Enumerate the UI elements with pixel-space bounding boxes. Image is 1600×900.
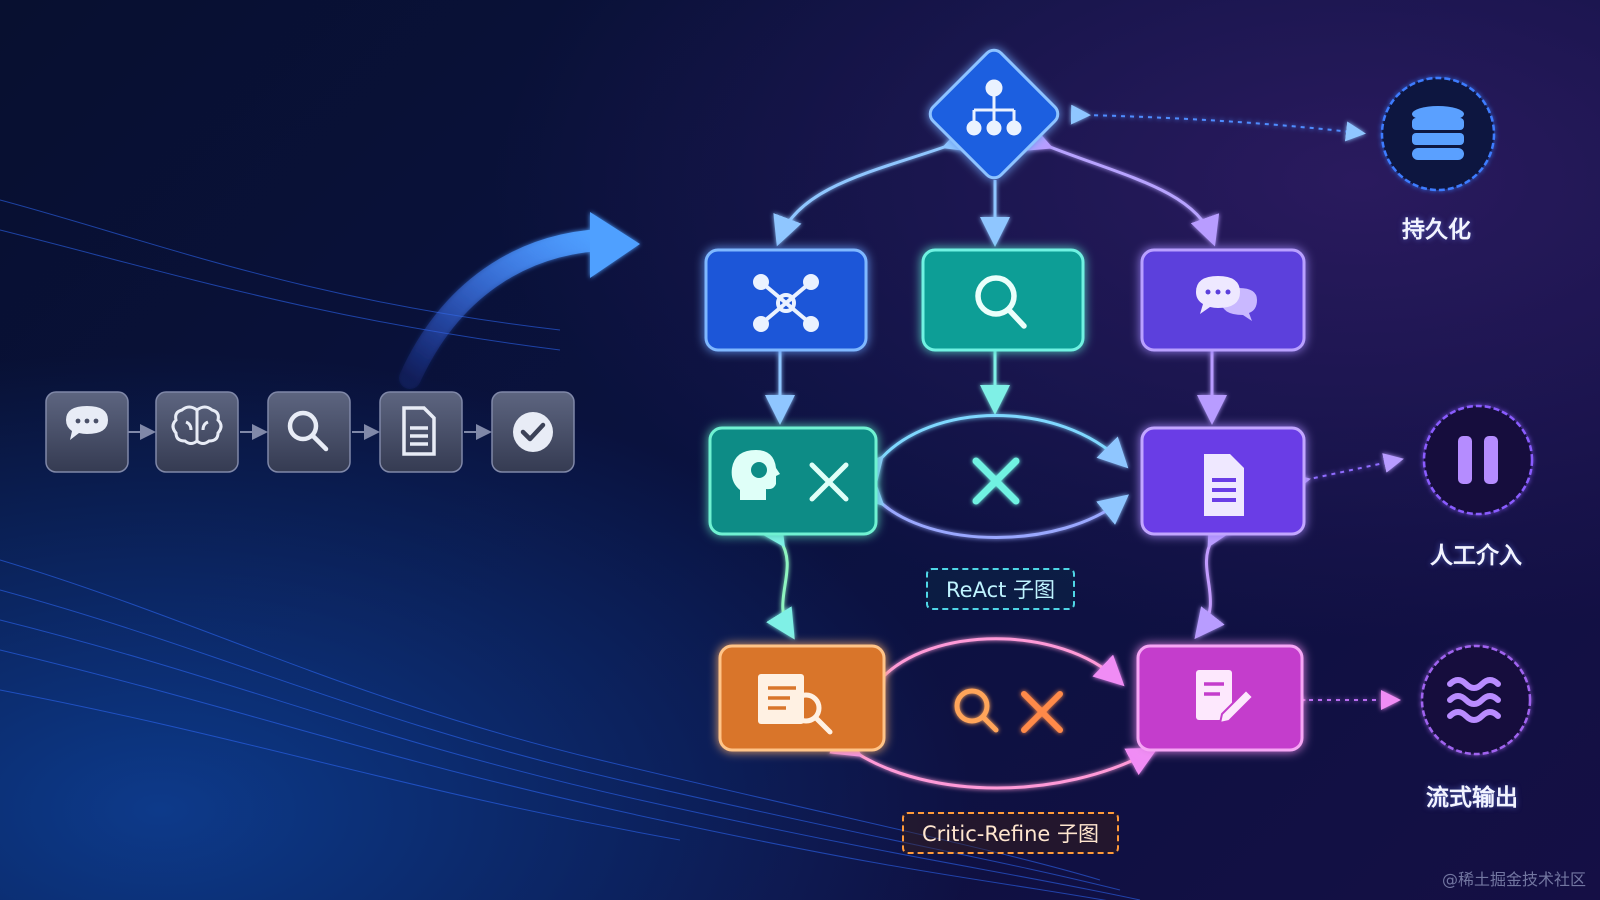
pipeline-step-check [491, 391, 575, 473]
node-checklist [718, 644, 886, 752]
pause-icon [1458, 436, 1498, 484]
document-icon [1204, 454, 1244, 516]
node-search [921, 248, 1085, 352]
edit-document-icon [1196, 670, 1255, 725]
background-waves [0, 199, 1141, 900]
linear-pipeline [45, 391, 575, 473]
checklist-search-icon [758, 674, 833, 735]
stream-waves-icon [1447, 677, 1501, 723]
node-agent [708, 426, 878, 536]
chat-bubble-icon [66, 406, 108, 440]
database-icon [1412, 106, 1464, 160]
graph-edges [755, 104, 1404, 790]
hierarchy-icon [966, 79, 1022, 136]
node-network [704, 248, 868, 352]
network-icon [753, 274, 819, 332]
search-icon [287, 410, 329, 452]
document-icon [402, 406, 436, 456]
search-icon [954, 688, 999, 733]
tools-icon [972, 457, 1020, 505]
feature-human-in-loop [1422, 404, 1534, 516]
feature-persistence-label: 持久化 [1402, 217, 1471, 243]
critic-subgraph-label: Critic-Refine 子图 [902, 812, 1120, 854]
root-node [928, 48, 1060, 180]
pipeline-step-brain [155, 391, 239, 473]
head-gear-tools-icon [731, 450, 849, 502]
critic-tools [954, 688, 1063, 733]
feature-persistence [1380, 76, 1496, 192]
brain-icon [171, 405, 223, 445]
tools-icon [1021, 691, 1063, 733]
node-edit-document [1136, 644, 1304, 752]
search-icon [975, 275, 1027, 329]
node-chat [1140, 248, 1306, 352]
pipeline-step-chat [45, 391, 129, 473]
transition-arrow [399, 212, 640, 389]
feature-human-in-loop-label: 人工介入 [1430, 543, 1522, 569]
pipeline-step-search [267, 391, 351, 473]
feature-streaming [1420, 644, 1532, 756]
feature-streaming-label: 流式输出 [1426, 785, 1518, 811]
pipeline-step-document [379, 391, 463, 473]
watermark: @稀土掘金技术社区 [1441, 870, 1586, 889]
node-document [1140, 426, 1306, 536]
chat-bubbles-icon [1196, 276, 1257, 321]
checkmark-icon [513, 412, 553, 452]
react-tools [972, 457, 1020, 505]
react-subgraph-label: ReAct 子图 [926, 568, 1076, 610]
